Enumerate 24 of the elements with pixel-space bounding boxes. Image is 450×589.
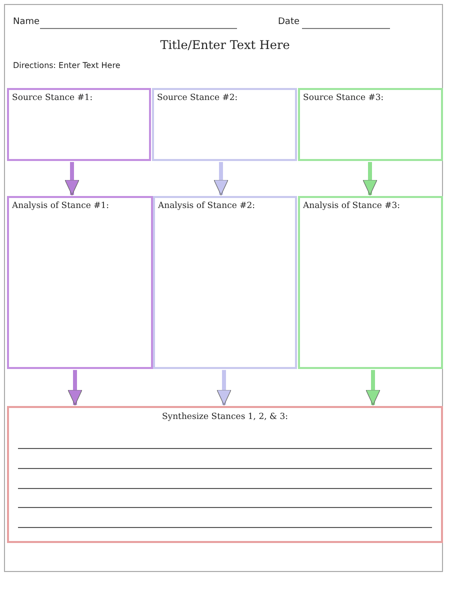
box-heading: Source Stance #1: — [12, 93, 93, 103]
title: Title/Enter Text Here — [159, 38, 291, 52]
text-box — [152, 88, 297, 161]
text-box — [7, 196, 153, 369]
box-heading: Analysis of Stance #1: — [12, 201, 109, 211]
text-box — [298, 196, 443, 369]
arrow — [214, 162, 228, 196]
writing-box — [7, 406, 443, 543]
text-box — [298, 88, 443, 161]
arrow — [64, 162, 80, 196]
arrow — [68, 370, 82, 406]
date-label: Date — [278, 17, 300, 27]
box-heading: Analysis of Stance #3: — [303, 201, 400, 211]
arrow — [216, 370, 232, 406]
text-box — [153, 196, 297, 369]
text-box — [7, 88, 151, 161]
box-heading: Analysis of Stance #2: — [158, 201, 255, 211]
arrow — [366, 370, 380, 406]
box-heading: Source Stance #3: — [303, 93, 384, 103]
name-label: Name — [13, 17, 40, 27]
directions-text: Directions: Enter Text Here — [13, 61, 120, 70]
arrow — [362, 162, 378, 196]
box-heading: Source Stance #2: — [157, 93, 238, 103]
box-heading: Synthesize Stances 1, 2, & 3: — [160, 412, 290, 422]
